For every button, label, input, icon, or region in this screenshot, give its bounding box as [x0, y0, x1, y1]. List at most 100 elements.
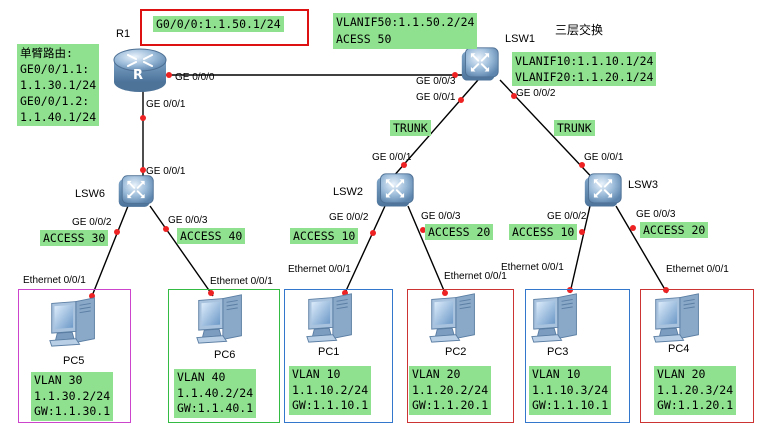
port-dot	[114, 229, 120, 235]
link-lsw3-pc4	[615, 205, 668, 294]
port-dot	[579, 162, 585, 168]
lsw1-vlanif-box: VLANIF10:1.1.10.1/24 VLANIF20:1.1.20.1/2…	[512, 52, 657, 86]
pc1-vlan: VLAN 10	[292, 367, 341, 381]
port-lsw6-ge003: GE 0/0/3	[168, 215, 208, 226]
pc6-gw: GW:1.1.40.1	[177, 401, 254, 415]
link-lsw1-lsw3	[499, 79, 601, 187]
r1-interface-highlight	[140, 9, 309, 46]
pc5-info: VLAN 30 1.1.30.2/24 GW:1.1.30.1	[31, 372, 114, 421]
port-lsw2-ge003: GE 0/0/3	[421, 211, 461, 222]
port-dot	[663, 287, 669, 293]
switch-lsw1-icon[interactable]	[460, 46, 500, 82]
pc4-frame	[640, 289, 754, 423]
pc5-name: PC5	[63, 355, 85, 367]
pc6-name: PC6	[214, 349, 236, 361]
port-dot	[420, 227, 426, 233]
lsw6-name: LSW6	[75, 188, 105, 200]
pc4-vlan: VLAN 20	[657, 367, 706, 381]
pc2-ip: 1.1.20.2/24	[412, 382, 489, 397]
r1-subinterfaces: 单臂路由: GE0/0/1.1: 1.1.30.1/24 GE0/0/1.2: …	[17, 44, 100, 126]
pc2-frame	[407, 289, 514, 423]
pc5-vlan: VLAN 30	[34, 373, 83, 387]
pc5-ip: 1.1.30.2/24	[34, 388, 111, 403]
port-lsw1-ge002: GE 0/0/2	[516, 88, 556, 99]
port-pc2-eth: Ethernet 0/0/1	[444, 271, 507, 282]
access-lsw2-right: ACCESS 20	[425, 224, 494, 240]
pc4-info: VLAN 20 1.1.20.3/24 GW:1.1.20.1	[654, 366, 737, 415]
subif-1-ip: 1.1.30.1/24	[20, 78, 97, 92]
router-r1-icon[interactable]: R	[113, 48, 167, 92]
pc3-vlan: VLAN 10	[532, 367, 581, 381]
port-dot	[579, 229, 585, 235]
pc6-frame	[168, 289, 280, 423]
port-dot	[89, 293, 95, 299]
link-lsw3-pc3	[569, 205, 591, 294]
lsw1-vlanif50: VLANIF50:1.1.50.2/24	[336, 15, 475, 29]
link-lsw2-pc1	[344, 205, 386, 294]
port-pc3-eth: Ethernet 0/0/1	[501, 262, 564, 273]
port-lsw6-ge002: GE 0/0/2	[72, 217, 112, 228]
pc1-frame	[284, 289, 393, 423]
r1-name: R1	[116, 28, 131, 40]
svg-text:R: R	[133, 68, 143, 83]
link-lsw6-pc6	[149, 205, 214, 297]
port-lsw3-ge001: GE 0/0/1	[584, 152, 624, 163]
pc5-frame	[18, 289, 131, 423]
lsw1-vlanif10: VLANIF10:1.1.10.1/24	[515, 54, 654, 68]
subif-1: GE0/0/1.1:	[20, 62, 90, 76]
subif-2-ip: 1.1.40.1/24	[20, 110, 97, 124]
trunk-right: TRUNK	[554, 120, 595, 136]
lsw1-vlanif20: VLANIF20:1.1.20.1/24	[515, 70, 654, 84]
port-dot	[458, 97, 464, 103]
port-dot	[370, 230, 376, 236]
port-r1-ge001: GE 0/0/1	[146, 99, 186, 110]
port-dot	[630, 225, 636, 231]
access-lsw3-right: ACCESS 20	[640, 222, 709, 238]
access-lsw6-left: ACCESS 30	[40, 230, 109, 246]
port-lsw2-ge002: GE 0/0/2	[329, 212, 369, 223]
link-lsw6-pc5	[91, 205, 129, 297]
port-pc5-eth: Ethernet 0/0/1	[23, 275, 86, 286]
port-dot	[140, 167, 146, 173]
pc4-gw: GW:1.1.20.1	[657, 398, 734, 412]
pc4-ip: 1.1.20.3/24	[657, 382, 734, 397]
lsw3-name: LSW3	[628, 179, 658, 191]
switch-lsw2-icon[interactable]	[375, 172, 415, 208]
link-lsw2-pc2	[407, 205, 446, 294]
pc1-name: PC1	[318, 346, 340, 358]
lsw2-name: LSW2	[333, 186, 363, 198]
port-dot	[140, 115, 146, 121]
port-dot	[166, 72, 172, 78]
trunk-left: TRUNK	[390, 120, 431, 136]
access-lsw3-left: ACCESS 10	[509, 224, 578, 240]
port-lsw3-ge002: GE 0/0/2	[547, 211, 587, 222]
switch-lsw6-icon[interactable]	[117, 174, 155, 208]
pc5-gw: GW:1.1.30.1	[34, 404, 111, 418]
port-pc1-eth: Ethernet 0/0/1	[288, 264, 351, 275]
port-pc4-eth: Ethernet 0/0/1	[666, 264, 729, 275]
pc2-vlan: VLAN 20	[412, 367, 461, 381]
pc1-ip: 1.1.10.2/24	[292, 382, 369, 397]
pc6-ip: 1.1.40.2/24	[177, 385, 254, 400]
lsw1-l3-label: 三层交换	[555, 23, 604, 37]
r1-interface-label: G0/0/0:1.1.50.1/24	[153, 16, 284, 32]
port-lsw6-ge001: GE 0/0/1	[146, 166, 186, 177]
pc2-name: PC2	[445, 346, 467, 358]
port-dot	[511, 93, 517, 99]
pc4-name: PC4	[668, 343, 690, 355]
port-dot	[442, 290, 448, 296]
pc3-ip: 1.1.10.3/24	[532, 382, 609, 397]
pc3-info: VLAN 10 1.1.10.3/24 GW:1.1.10.1	[529, 366, 612, 415]
port-dot	[567, 287, 573, 293]
port-dot	[163, 226, 169, 232]
port-lsw3-ge003: GE 0/0/3	[636, 209, 676, 220]
port-dots	[89, 72, 669, 299]
port-pc6-eth: Ethernet 0/0/1	[210, 276, 273, 287]
switch-lsw3-icon[interactable]	[583, 172, 623, 208]
port-dot	[208, 290, 214, 296]
pc6-vlan: VLAN 40	[177, 370, 226, 384]
pc3-gw: GW:1.1.10.1	[532, 398, 609, 412]
port-lsw1-ge001: GE 0/0/1	[416, 92, 456, 103]
pc3-name: PC3	[547, 346, 569, 358]
